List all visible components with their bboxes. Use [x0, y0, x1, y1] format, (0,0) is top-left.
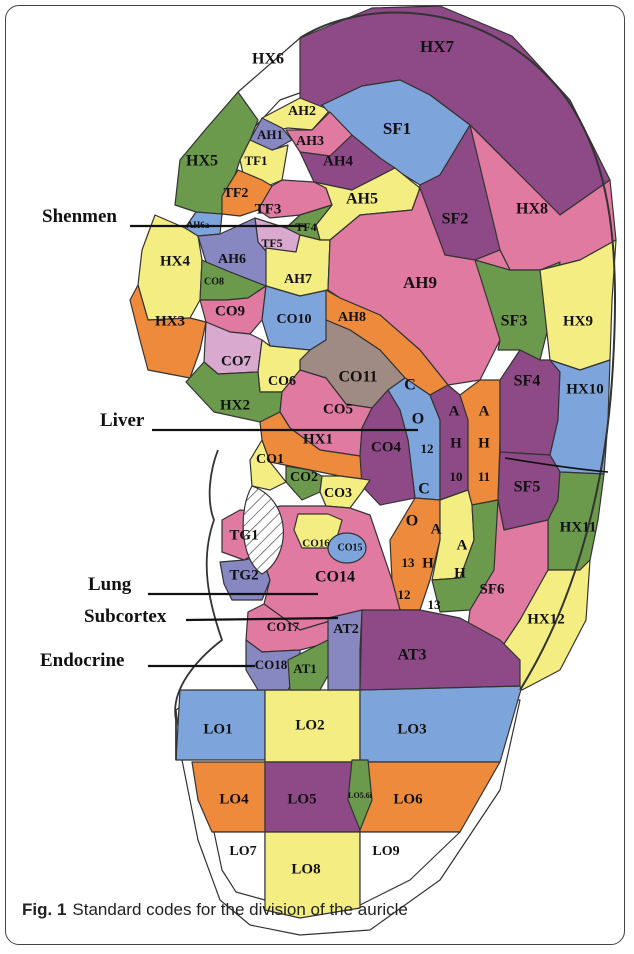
pointer-label: Liver — [100, 410, 145, 431]
ear-regions — [130, 6, 616, 935]
zone-label: CO9 — [215, 303, 245, 319]
zone-label: CO5 — [323, 401, 353, 417]
zone-label: CO15 — [338, 542, 363, 553]
pointer-label: Shenmen — [42, 206, 117, 227]
zone-label: 13 — [428, 597, 442, 612]
zone-label: H — [454, 565, 466, 581]
zone-label: H — [478, 435, 490, 451]
zone-label: LO7 — [229, 844, 256, 859]
zone-label: HX10 — [566, 381, 604, 397]
zone-label: 13 — [402, 555, 416, 570]
zone-label: HX8 — [516, 201, 548, 218]
zone-label: HX2 — [220, 397, 250, 413]
zone-label: CO17 — [267, 619, 300, 634]
zone-label: A — [449, 403, 460, 419]
zone-label: A — [479, 403, 490, 419]
zone-label: CO8 — [204, 276, 224, 287]
zone-label: CO7 — [221, 353, 252, 369]
figure-number: Fig. 1 — [22, 900, 66, 919]
zone-label: CO3 — [324, 486, 352, 501]
zone-label: LO6 — [393, 791, 423, 807]
zone-label: AH3 — [296, 134, 324, 149]
zone-label: AT3 — [397, 647, 426, 664]
zone-label: SF5 — [514, 479, 541, 496]
zone-label: AH8 — [338, 310, 366, 325]
pointer-label: Endocrine — [40, 650, 124, 671]
zone-label: CO18 — [255, 657, 288, 672]
zone-label: SF1 — [383, 119, 411, 138]
zone-label: SF2 — [442, 211, 469, 228]
zone-label: A — [431, 521, 442, 537]
zone-label: LO3 — [397, 721, 426, 737]
zone-label: CO10 — [277, 312, 312, 327]
zone-label: AH5 — [346, 191, 378, 208]
region-lo3 — [360, 686, 522, 762]
zone-label: 11 — [478, 469, 490, 484]
zone-label: HX7 — [420, 37, 455, 56]
zone-label: AT2 — [333, 622, 358, 637]
zone-label: C — [404, 377, 416, 394]
zone-label: AH1 — [257, 127, 283, 142]
zone-label: LO5 — [287, 791, 316, 807]
zone-label: AH2 — [288, 104, 316, 119]
zone-label: CO1 — [256, 452, 284, 467]
zone-label: CO14 — [315, 569, 355, 586]
zone-label: HX3 — [155, 313, 185, 329]
zone-label: CO16 — [302, 538, 330, 550]
zone-label: HX5 — [186, 153, 218, 170]
zone-label: HX9 — [563, 313, 593, 329]
zone-label: AH9 — [403, 273, 437, 292]
zone-label: A — [457, 537, 468, 553]
zone-label: LO5.6i — [348, 791, 373, 800]
zone-label: SF6 — [479, 581, 505, 597]
zone-label: LO8 — [291, 861, 320, 877]
zone-label: TF3 — [255, 201, 282, 217]
zone-label: TF2 — [224, 186, 249, 201]
zone-label: SF3 — [501, 313, 528, 330]
zone-label: CO4 — [371, 439, 402, 455]
zone-label: HX6 — [252, 51, 284, 68]
zone-label: AH7 — [284, 272, 312, 287]
zone-label: HX1 — [303, 431, 333, 447]
zone-label: HX4 — [160, 253, 191, 269]
caption-text: Standard codes for the division of the a… — [72, 900, 407, 919]
zone-label: LO9 — [372, 844, 399, 859]
zone-label: H — [422, 555, 434, 571]
zone-label: LO2 — [295, 717, 324, 733]
zone-label: CO2 — [290, 470, 318, 485]
zone-label: H — [450, 435, 462, 451]
zone-label: CO6 — [268, 374, 296, 389]
zone-label: 12 — [421, 441, 434, 456]
zone-label: HX11 — [560, 519, 597, 535]
figure-caption: Fig. 1 Standard codes for the division of… — [22, 900, 408, 920]
zone-label: 10 — [450, 469, 463, 484]
pointer-label: Lung — [88, 574, 132, 595]
zone-label: SF4 — [514, 373, 541, 390]
zone-label: TG2 — [229, 567, 258, 583]
zone-label: TF1 — [244, 153, 267, 168]
zone-label: 12 — [398, 587, 411, 602]
zone-label: CO11 — [338, 369, 377, 386]
zone-label: AT1 — [293, 661, 317, 676]
zone-label: AH6 — [218, 252, 246, 267]
zone-label: LO1 — [203, 721, 232, 737]
zone-label: HX12 — [527, 611, 565, 627]
zone-label: AH4 — [323, 153, 354, 169]
zone-label: TF5 — [261, 236, 282, 250]
zone-label: TG1 — [229, 527, 258, 543]
zone-label: C — [418, 481, 430, 498]
zone-label: LO4 — [219, 791, 249, 807]
region-sf4 — [500, 350, 560, 455]
zone-label: O — [406, 513, 418, 530]
zone-label: O — [412, 411, 424, 428]
pointer-label: Subcortex — [84, 606, 167, 627]
